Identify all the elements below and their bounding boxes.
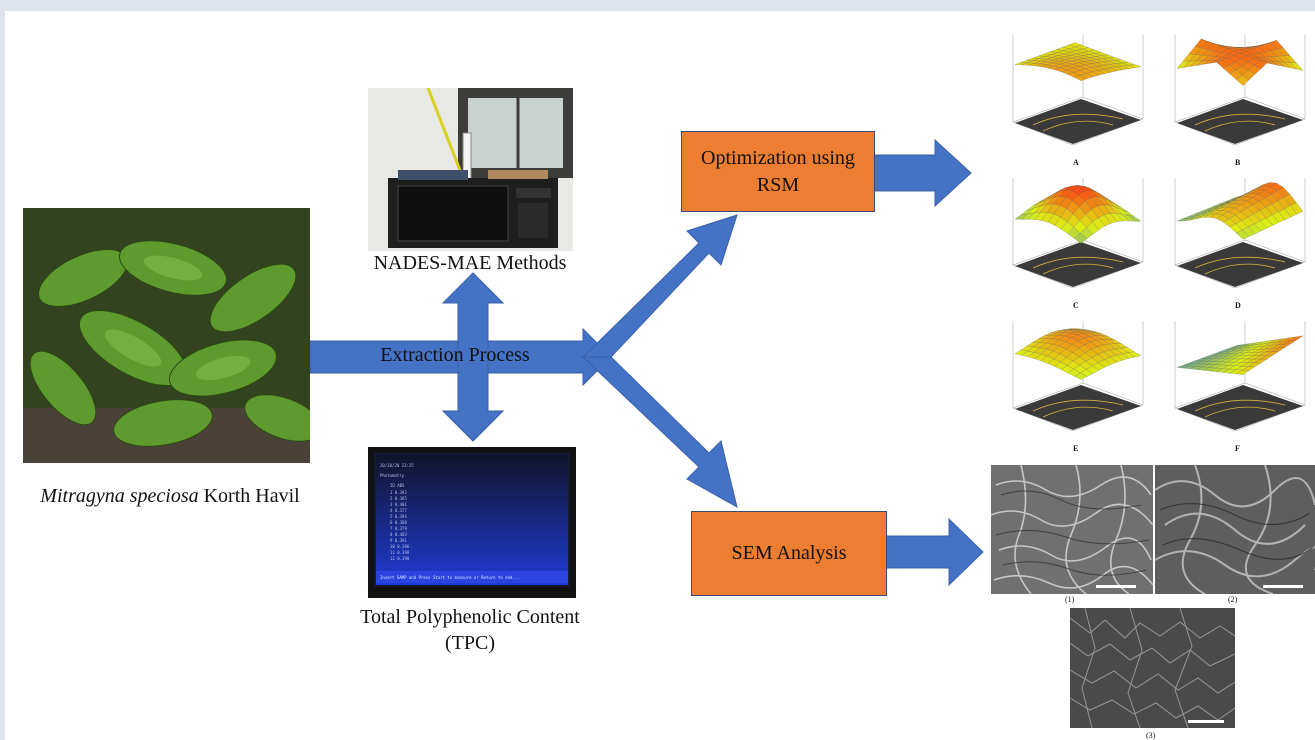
svg-text:8 0.403: 8 0.403 xyxy=(390,532,407,537)
arrows-layer xyxy=(309,138,984,587)
spectrophotometer-illustration: 20/10/20 23:25 Photometry ID ABS 1 0.392… xyxy=(368,447,576,598)
microwave-illustration xyxy=(368,88,573,251)
tpc-label-line2: (TPC) xyxy=(445,632,495,654)
svg-text:11 0.398: 11 0.398 xyxy=(390,550,410,555)
svg-text:4 0.377: 4 0.377 xyxy=(390,508,407,513)
rsm-box-line2: RSM xyxy=(756,173,800,196)
arrow-rsm-to-plots xyxy=(872,138,972,208)
sem-box-label: SEM Analysis xyxy=(731,542,847,564)
svg-text:3 0.401: 3 0.401 xyxy=(390,502,407,507)
sem-texture-1 xyxy=(991,465,1153,594)
surface-plot-letter: A xyxy=(1073,158,1079,167)
surface-plot-graphic xyxy=(1012,35,1144,146)
surface-plot-graphic xyxy=(1174,321,1306,432)
spectro-footer-text: Insert SAMP and Press Start to measure o… xyxy=(380,575,520,580)
surface-plot-graphic xyxy=(1174,35,1306,146)
surface-plot-e: E xyxy=(993,313,1153,456)
sem-texture-2 xyxy=(1155,465,1315,594)
svg-text:12 0.390: 12 0.390 xyxy=(390,556,410,561)
sem-texture-3 xyxy=(1070,608,1235,728)
sem-image-3 xyxy=(1070,608,1235,728)
svg-text:1 0.392: 1 0.392 xyxy=(390,490,407,495)
svg-text:Photometry: Photometry xyxy=(380,473,405,478)
svg-text:7 0.379: 7 0.379 xyxy=(390,526,407,531)
surface-plot-letter: F xyxy=(1235,444,1240,453)
surface-plot-letter: D xyxy=(1235,301,1241,310)
svg-text:10 0.386: 10 0.386 xyxy=(390,544,410,549)
surface-plot-d: D xyxy=(1155,170,1315,313)
surface-plot-graphic xyxy=(1012,321,1144,432)
arrow-sem-to-images xyxy=(884,517,984,587)
surface-plot-letter: E xyxy=(1073,444,1079,453)
sem-label-1: (1) xyxy=(1065,595,1075,604)
svg-text:9 0.391: 9 0.391 xyxy=(390,538,407,543)
arrow-to-sem xyxy=(581,356,738,508)
sem-label-3: (3) xyxy=(1146,731,1156,740)
plant-leaves-illustration xyxy=(23,208,310,463)
arrow-to-rsm xyxy=(581,214,738,358)
rsm-box-line1: Optimization using xyxy=(701,146,855,169)
svg-text:2 0.385: 2 0.385 xyxy=(390,496,407,501)
surface-plot-b: B xyxy=(1155,27,1315,170)
surface-plot-graphic xyxy=(1012,178,1144,289)
plant-photo xyxy=(23,208,310,463)
tpc-label-line1: Total Polyphenolic Content xyxy=(360,606,580,628)
spectrophotometer-photo: 20/10/20 23:25 Photometry ID ABS 1 0.392… xyxy=(368,447,576,598)
figure-canvas: Mitragyna speciosa Korth Havil NADES-MAE… xyxy=(5,11,1315,740)
plant-species-name: Mitragyna speciosa xyxy=(40,485,199,507)
surface-plot-f: F xyxy=(1155,313,1315,456)
sem-image-1 xyxy=(991,465,1153,594)
plant-caption: Mitragyna speciosa Korth Havil xyxy=(5,485,335,508)
sem-box: SEM Analysis xyxy=(691,511,887,596)
sem-image-2 xyxy=(1155,465,1315,594)
rsm-box: Optimization using RSM xyxy=(681,131,875,212)
plant-author: Korth Havil xyxy=(198,485,300,507)
extraction-label: Extraction Process xyxy=(380,344,530,366)
surface-plot-letter: B xyxy=(1235,158,1241,167)
surface-plot-c: C xyxy=(993,170,1153,313)
svg-text:20/10/20 23:25: 20/10/20 23:25 xyxy=(380,463,414,468)
surface-plot-letter: C xyxy=(1073,301,1079,310)
nades-mae-label: NADES-MAE Methods xyxy=(373,252,567,274)
vertical-double-arrow xyxy=(441,272,505,442)
surface-plot-a: A xyxy=(993,27,1153,170)
svg-text:6 0.388: 6 0.388 xyxy=(390,520,407,525)
surface-plots-grid: A B C D E F xyxy=(993,27,1315,457)
surface-plot-graphic xyxy=(1174,178,1306,289)
sem-label-2: (2) xyxy=(1228,595,1238,604)
svg-text:5 0.394: 5 0.394 xyxy=(390,514,407,519)
svg-text:ID ABS: ID ABS xyxy=(390,483,405,488)
microwave-photo xyxy=(368,88,573,251)
